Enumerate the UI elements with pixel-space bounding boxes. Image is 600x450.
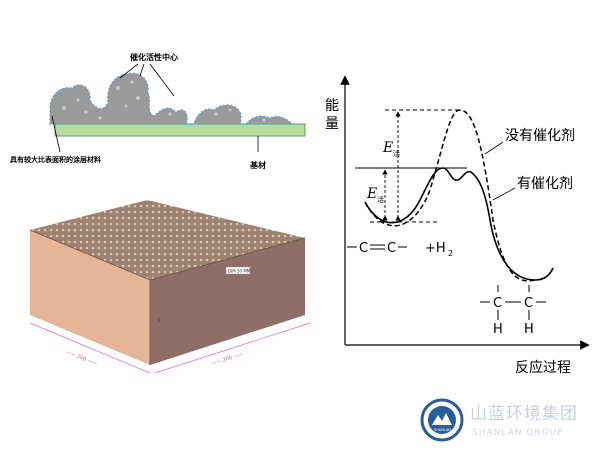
svg-text:量: 量: [325, 116, 339, 132]
y-axis-label: 能: [325, 98, 339, 114]
coating-diagram: 催化活性中心 具有较大比表面积的涂层材料 基材: [0, 40, 320, 180]
svg-text:H: H: [524, 322, 534, 337]
company-logo-icon: SHANLAN: [420, 398, 464, 442]
svg-text:H: H: [493, 322, 503, 337]
ea-uncatalyzed-label: E: [382, 140, 393, 156]
company-name-en: SHANLAN GROUP: [472, 428, 564, 438]
ea-catalyzed-label: E: [366, 186, 377, 202]
company-name-cn: 山蓝环境集团: [470, 404, 578, 424]
svg-text:活: 活: [393, 149, 400, 158]
curve-uncatalyzed: [364, 109, 536, 282]
svg-text:+H: +H: [425, 241, 446, 256]
svg-text:C: C: [387, 241, 396, 256]
svg-text:C: C: [359, 241, 368, 256]
x-axis-label: 反应过程: [515, 359, 571, 376]
dimension-side: —— 200 ——: [211, 352, 244, 367]
brand-watermark: SHANLAN 山蓝环境集团 SHANLAN GROUP: [420, 395, 600, 445]
coating-material-label: 具有较大比表面积的涂层材料: [9, 155, 101, 164]
block-front-face: [30, 230, 150, 365]
svg-text:C: C: [524, 296, 533, 311]
svg-text:2: 2: [448, 249, 453, 258]
svg-text:C: C: [493, 296, 502, 311]
substrate-label: 基材: [249, 160, 266, 170]
label-catalyzed: 有催化剂: [517, 176, 573, 192]
substrate-layer: [54, 123, 306, 137]
label-uncatalyzed: 没有催化剂: [505, 128, 575, 144]
curve-catalyzed: [364, 167, 554, 281]
svg-text:SHANLAN: SHANLAN: [434, 428, 451, 432]
product-structure: C C H H: [480, 285, 546, 337]
svg-text:活: 活: [377, 195, 384, 204]
reactant-structure: C C +H 2: [347, 241, 453, 258]
block-tag-label: DIM 30 MM: [228, 269, 251, 274]
energy-diagram: 能 量 反应过程 E 活 E 活 没有催化剂 有催化剂 C C: [325, 70, 600, 380]
block-render: —— 200 —— —— 200 —— DIM 30 MM ↗: [0, 185, 318, 385]
coating-layer: [49, 72, 300, 125]
active-center-label: 催化活性中心: [130, 52, 178, 62]
dimension-front: —— 200 ——: [65, 349, 98, 367]
svg-text:↗: ↗: [156, 318, 161, 325]
